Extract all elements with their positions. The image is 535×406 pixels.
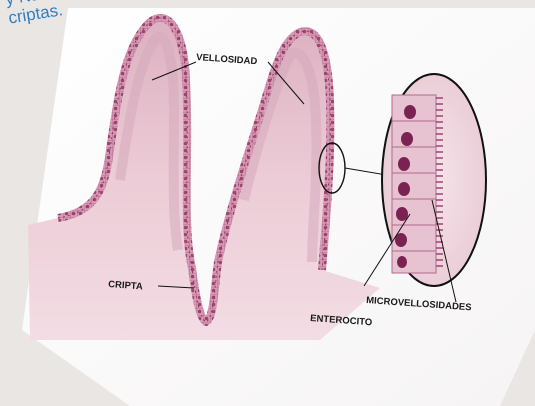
enterocyte-zoom-circle xyxy=(382,74,486,286)
enterocyte-cells xyxy=(392,95,436,273)
